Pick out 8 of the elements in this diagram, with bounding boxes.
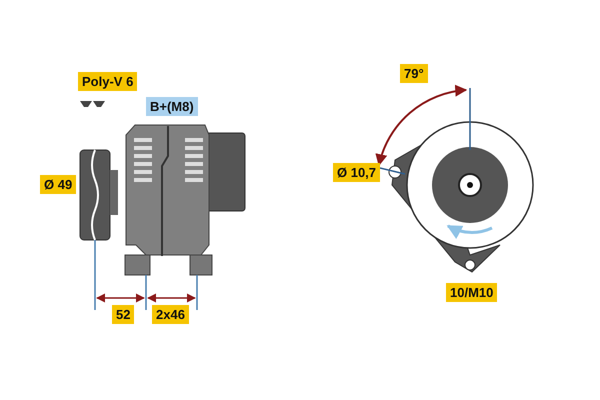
dimension-label: Ø 10,7 xyxy=(333,163,380,182)
dimension-label: 52 xyxy=(112,305,134,324)
angle-label: 79° xyxy=(400,64,428,83)
dimension-label: Ø 49 xyxy=(40,175,76,194)
dimension-label: 2x46 xyxy=(152,305,189,324)
part-label: Poly-V 6 xyxy=(78,72,138,91)
dimension-label: 10/M10 xyxy=(446,283,498,302)
terminal-label: B+(M8) xyxy=(146,97,198,116)
